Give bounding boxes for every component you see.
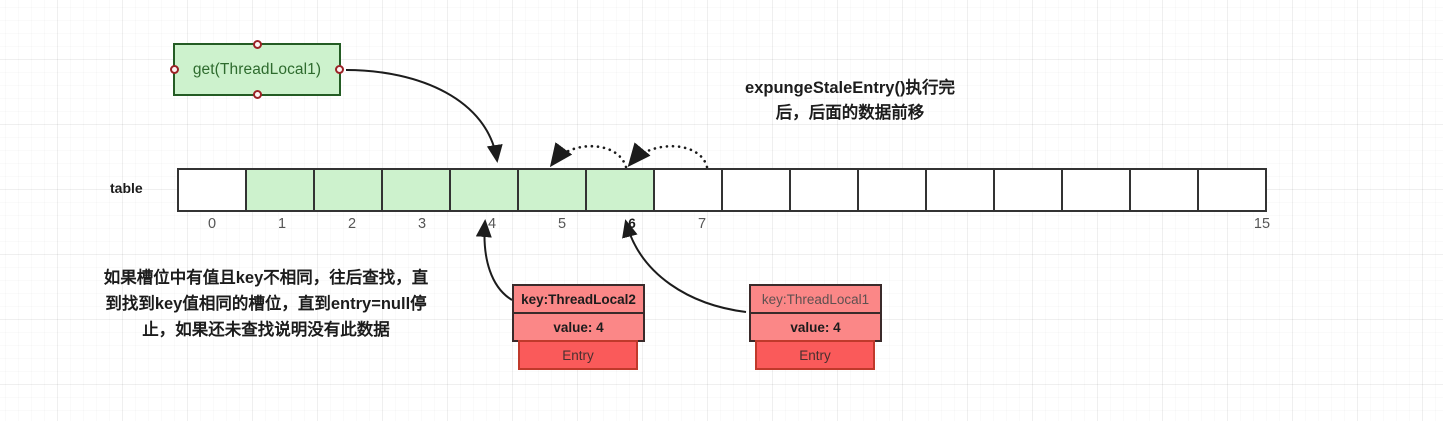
table-index-10: [877, 216, 947, 232]
table-index-8: [737, 216, 807, 232]
table-cell-14[interactable]: [1129, 168, 1199, 212]
table-cell-8[interactable]: [721, 168, 791, 212]
lookup-rule-note: 如果槽位中有值且key不相同，往后查找，直 到找到key值相同的槽位，直到ent…: [46, 265, 486, 343]
entry-key-row: key:ThreadLocal2: [512, 284, 645, 314]
entry-key-row: key:ThreadLocal1: [749, 284, 882, 314]
table-index-7: 7: [697, 216, 707, 232]
lookup-rule-note-line-3: 止，如果还未查找说明没有此数据: [142, 321, 390, 339]
node-port-right-icon[interactable]: [335, 65, 344, 74]
table-index-14: [1157, 216, 1227, 232]
table-cell-3[interactable]: [381, 168, 451, 212]
table-cell-4[interactable]: [449, 168, 519, 212]
table-cell-15[interactable]: [1197, 168, 1267, 212]
table-label: table: [110, 180, 143, 196]
table-index-1: 1: [277, 216, 287, 232]
table-index-0: 0: [207, 216, 217, 232]
table-cell-13[interactable]: [1061, 168, 1131, 212]
table-index-15: 15: [1253, 216, 1271, 232]
table-index-4: 4: [487, 216, 497, 232]
table-index-2: 2: [347, 216, 357, 232]
connector-shift-arc-2: [627, 142, 709, 169]
table-cell-9[interactable]: [789, 168, 859, 212]
table-index-13: [1087, 216, 1157, 232]
table-index-11: [947, 216, 1017, 232]
connector-entry2-to-slot4: [475, 219, 513, 301]
entry-name-row: Entry: [518, 340, 638, 370]
node-port-bottom-icon[interactable]: [252, 90, 262, 99]
get-method-node[interactable]: get(ThreadLocal1): [170, 40, 344, 99]
table-cell-11[interactable]: [925, 168, 995, 212]
table-cell-10[interactable]: [857, 168, 927, 212]
table-index-5: 5: [557, 216, 567, 232]
connector-shift-arc-1: [549, 142, 628, 169]
node-port-left-icon[interactable]: [170, 65, 179, 74]
table-cell-1[interactable]: [245, 168, 315, 212]
table-array: [177, 168, 1267, 212]
title-note: expungeStaleEntry()执行完 后，后面的数据前移: [700, 76, 1000, 126]
connector-get-to-slot4: [345, 69, 503, 163]
entry-value-row: value: 4: [749, 312, 882, 342]
lookup-rule-note-line-2: 到找到key值相同的槽位，直到entry=null停: [105, 295, 427, 313]
table-index-3: 3: [417, 216, 427, 232]
table-cell-7[interactable]: [653, 168, 723, 212]
title-note-line-2: 后，后面的数据前移: [775, 104, 925, 122]
get-method-label: get(ThreadLocal1): [192, 60, 322, 78]
table-index-6: 6: [628, 216, 636, 231]
title-note-line-1: expungeStaleEntry()执行完: [745, 79, 955, 97]
table-cell-12[interactable]: [993, 168, 1063, 212]
table-cell-6[interactable]: [585, 168, 655, 212]
table-cell-2[interactable]: [313, 168, 383, 212]
table-cell-0[interactable]: [177, 168, 247, 212]
table-index-row: 0 1 2 3 4 5 6 7 15: [177, 216, 1297, 232]
entry-value-row: value: 4: [512, 312, 645, 342]
node-port-top-icon[interactable]: [252, 40, 262, 49]
entry-node-threadlocal1[interactable]: key:ThreadLocal1 value: 4 Entry: [749, 284, 882, 370]
table-index-12: [1017, 216, 1087, 232]
table-cell-5[interactable]: [517, 168, 587, 212]
lookup-rule-note-line-1: 如果槽位中有值且key不相同，往后查找，直: [103, 269, 429, 287]
entry-node-threadlocal2[interactable]: key:ThreadLocal2 value: 4 Entry: [512, 284, 645, 370]
table-index-9: [807, 216, 877, 232]
entry-name-row: Entry: [755, 340, 875, 370]
